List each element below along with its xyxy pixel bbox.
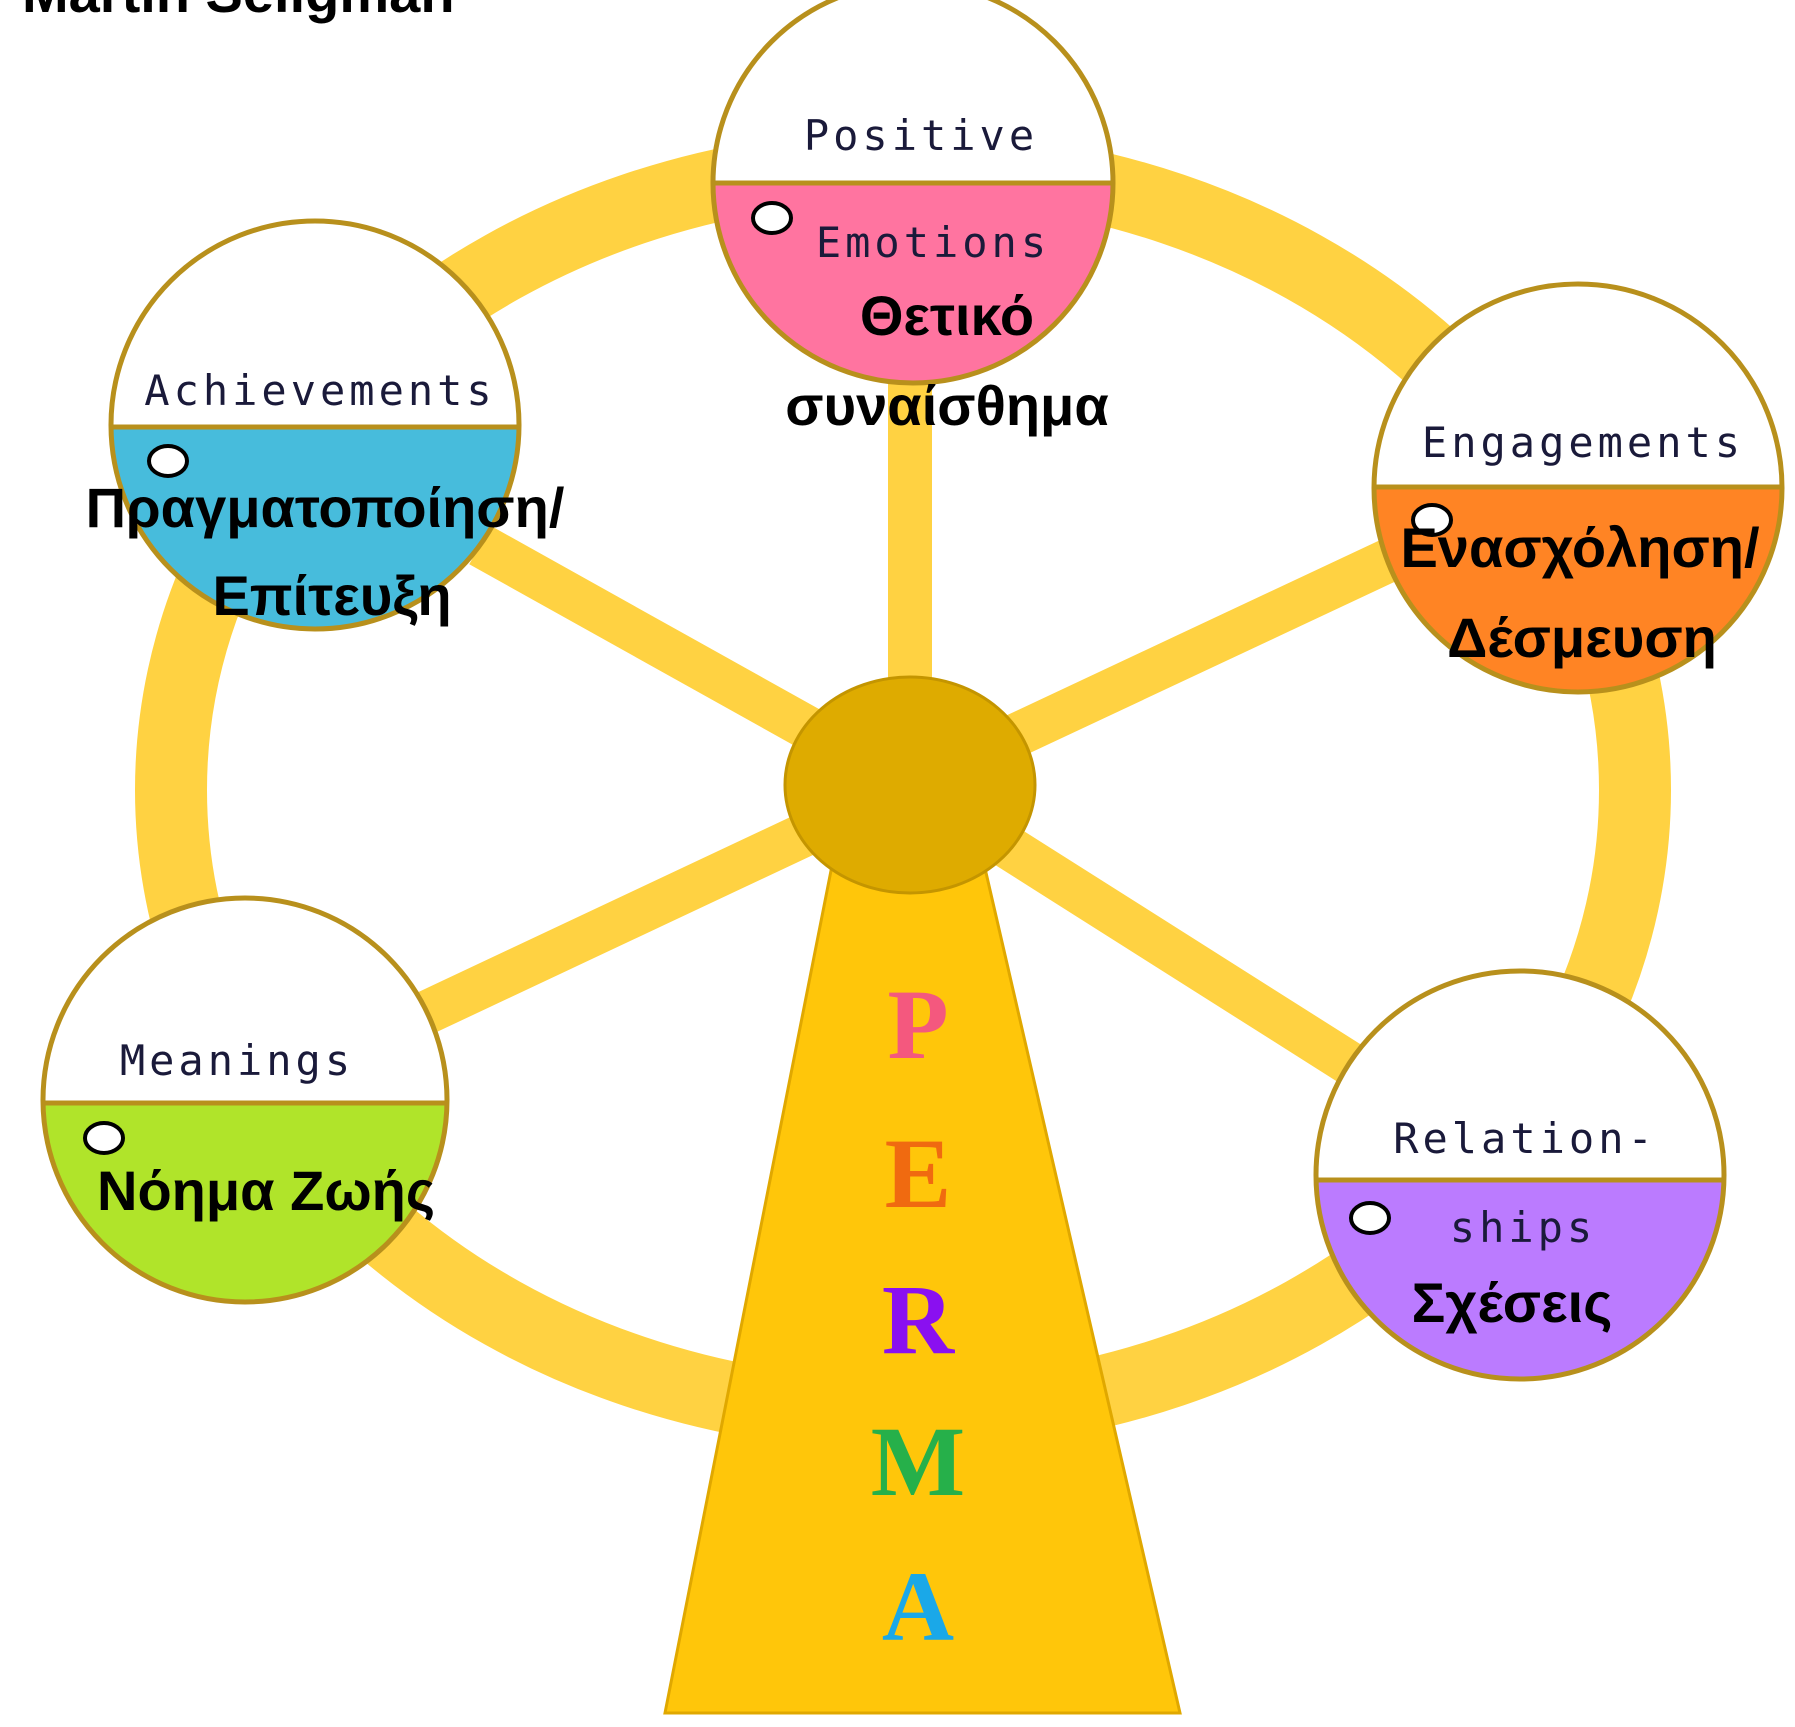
perma-acronym: P E R M A (871, 969, 965, 1662)
pod-relationships-en-bottom: ships (1450, 1203, 1596, 1252)
label-achievement-line2: Επίτευξη (212, 564, 451, 627)
pod-meaning: Meanings (40, 895, 450, 1305)
perma-letter-e: E (885, 1118, 952, 1229)
label-relationships-line1: Σχέσεις (1412, 1271, 1613, 1334)
pod-meaning-en-top: Meanings (120, 1036, 354, 1085)
page-title: Martin Seligman (22, 0, 455, 24)
label-positive-line2: συναίσθημα (785, 374, 1109, 437)
wheel-hub (783, 675, 1037, 895)
label-engagement-line1: Ενασχόληση/ (1400, 516, 1760, 579)
pod-seat-icon (83, 1121, 125, 1155)
label-achievement-line1: Πραγματοποίηση/ (86, 476, 565, 539)
label-engagement-line2: Δέσμευση (1447, 606, 1717, 669)
greek-labels: Θετικό συναίσθημα Ενασχόληση/ Δέσμευση Σ… (86, 284, 1760, 1334)
pod-positive-emotions: Positive Emotions (710, 0, 1116, 386)
perma-letter-m: M (871, 1406, 965, 1517)
perma-letter-p: P (887, 969, 948, 1080)
pod-positive-en-bottom: Emotions (816, 218, 1050, 267)
label-positive-line1: Θετικό (860, 284, 1034, 347)
pod-seat-icon (1411, 503, 1453, 537)
label-meaning-line1: Νόημα Ζωής (97, 1159, 435, 1222)
pod-seat-icon (751, 201, 793, 235)
pod-seat-icon (1349, 1201, 1391, 1235)
pod-engagement: Engagements (1371, 281, 1785, 695)
perma-letter-r: R (882, 1264, 956, 1375)
perma-letter-a: A (882, 1551, 954, 1662)
pod-achievement-en-top: Achievements (144, 366, 495, 415)
pod-positive-en-top: Positive (804, 111, 1038, 160)
pod-seat-icon (147, 444, 189, 478)
pod-relationships: Relation- ships (1313, 968, 1727, 1382)
pod-relationships-en-top: Relation- (1393, 1114, 1657, 1163)
pod-engagement-en-top: Engagements (1422, 418, 1744, 467)
